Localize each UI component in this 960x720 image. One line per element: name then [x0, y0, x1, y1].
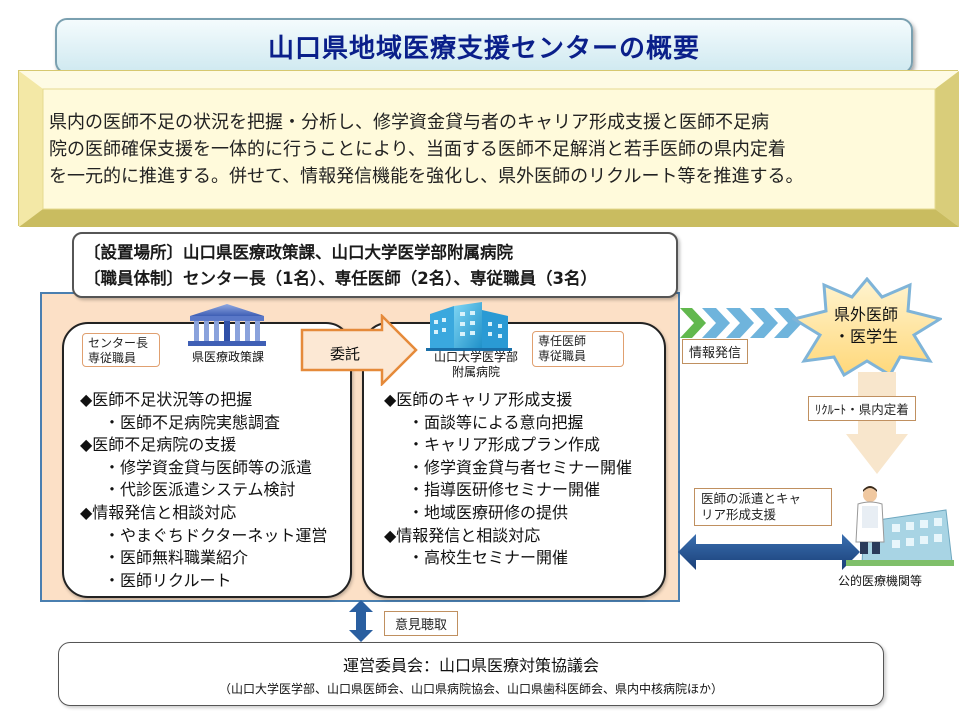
location-line: 〔設置場所〕山口県医療政策課、山口大学医学部附属病院: [84, 243, 513, 262]
prefecture-task-list: ◆医師不足状況等の把握 ・医師不足病院実態調査 ◆医師不足病院の支援 ・修学資金…: [80, 389, 350, 592]
university-org-line: 附属病院: [451, 365, 500, 379]
list-item: ◆医師のキャリア形成支援: [384, 390, 573, 409]
prefecture-org-label: 県医療政策課: [192, 350, 265, 364]
university-panel: [362, 322, 666, 598]
recruit-down-arrow: [846, 372, 908, 474]
dispatch-double-arrow: [678, 534, 860, 570]
list-item: ◆情報発信と相談対応: [80, 502, 237, 522]
public-hospitals-label: 公的医療機関等: [838, 574, 923, 588]
list-item: ・医師不足病院実態調査: [104, 412, 281, 432]
dispatch-label: 医師の派遣とキャ リア形成支援: [694, 488, 832, 526]
list-item: ・面談等による意向把握: [408, 412, 584, 432]
role-director: センター長: [88, 336, 149, 350]
list-item: ・修学資金貸与医師等の派遣: [104, 457, 313, 477]
info-dispatch-chevrons: [680, 308, 802, 338]
doctor-icon: [855, 486, 885, 554]
list-item: ◆医師不足病院の支援: [80, 435, 237, 455]
overview-bevel: [19, 71, 959, 227]
outside-doctors-label: 県外医師 ・医学生: [826, 304, 906, 348]
overview-line: 県内の医師不足の状況を把握・分析し、修学資金貸与者のキャリア形成支援と医師不足病: [49, 112, 769, 133]
staffing-line: 〔職員体制〕センター長（1名）、専任医師（2名）、専従職員（3名）: [84, 269, 597, 288]
list-item: ・地域医療研修の提供: [408, 502, 569, 522]
government-building-icon: [188, 304, 266, 346]
recruit-label: ﾘｸﾙｰﾄ・県内定着: [808, 396, 916, 421]
list-item: ◆医師不足状況等の把握: [80, 390, 253, 409]
list-item: ・医師リクルート: [104, 570, 232, 590]
university-task-list: ◆医師のキャリア形成支援 ・面談等による意向把握 ・キャリア形成プラン作成 ・修…: [384, 389, 664, 570]
role-doctor: 専任医師: [538, 334, 587, 348]
location-staffing-box: 〔設置場所〕山口県医療政策課、山口大学医学部附属病院 〔職員体制〕センター長（1…: [72, 232, 678, 298]
right-role-box: 専任医師 専従職員: [532, 331, 624, 367]
committee-members: （山口大学医学部、山口県医師会、山口県病院協会、山口県歯科医師会、県内中核病院ほ…: [218, 682, 723, 696]
hospital-building-icon: [426, 302, 512, 351]
university-org-label: 山口大学医学部 附属病院: [426, 350, 526, 380]
list-item: ・代診医派遣システム検討: [104, 480, 296, 500]
outside-doctors-burst: [792, 277, 942, 377]
clinic-building-icon: [846, 509, 954, 566]
committee-box: 運営委員会：山口県医療対策協議会 （山口大学医学部、山口県医師会、山口県病院協会…: [58, 642, 884, 706]
delegation-arrow: [300, 314, 418, 386]
opinion-double-arrow: [349, 600, 373, 642]
opinion-label: 意見聴取: [384, 611, 459, 636]
list-item: ・キャリア形成プラン作成: [408, 435, 601, 455]
list-item: ・指導医研修セミナー開催: [408, 480, 601, 500]
title-banner: 山口県地域医療支援センターの概要: [55, 18, 913, 74]
dispatch-line: リア形成支援: [701, 507, 777, 522]
overview-line: を一元的に推進する。併せて、情報発信機能を強化し、県外医師のリクルート等を推進す…: [49, 166, 804, 187]
page-title: 山口県地域医療支援センターの概要: [267, 33, 700, 64]
dispatch-line: 医師の派遣とキャ: [701, 491, 802, 506]
overview-box: 県内の医師不足の状況を把握・分析し、修学資金貸与者のキャリア形成支援と医師不足病…: [18, 70, 959, 227]
role-staff: 専従職員: [88, 351, 137, 365]
list-item: ・高校生セミナー開催: [408, 548, 569, 568]
overview-text: 県内の医師不足の状況を把握・分析し、修学資金貸与者のキャリア形成支援と医師不足病…: [49, 109, 929, 190]
left-role-box: センター長 専従職員: [82, 333, 160, 367]
info-dispatch-label: 情報発信: [682, 339, 749, 364]
overview-line: 院の医師確保支援を一体的に行うことにより、当面する医師不足解消と若手医師の県内定…: [49, 139, 786, 160]
outside-doctors-line: ・医学生: [833, 327, 898, 346]
list-item: ◆情報発信と相談対応: [384, 525, 541, 545]
university-org-line: 山口大学医学部: [433, 350, 518, 364]
list-item: ・修学資金貸与者セミナー開催: [408, 457, 633, 477]
outside-doctors-line: 県外医師: [833, 305, 898, 324]
list-item: ・医師無料職業紹介: [104, 548, 249, 568]
committee-title: 運営委員会：山口県医療対策協議会: [342, 656, 599, 675]
list-item: ・やまぐちドクターネット運営: [104, 525, 328, 545]
delegation-label: 委託: [330, 345, 361, 363]
role-staff: 専従職員: [538, 349, 587, 363]
